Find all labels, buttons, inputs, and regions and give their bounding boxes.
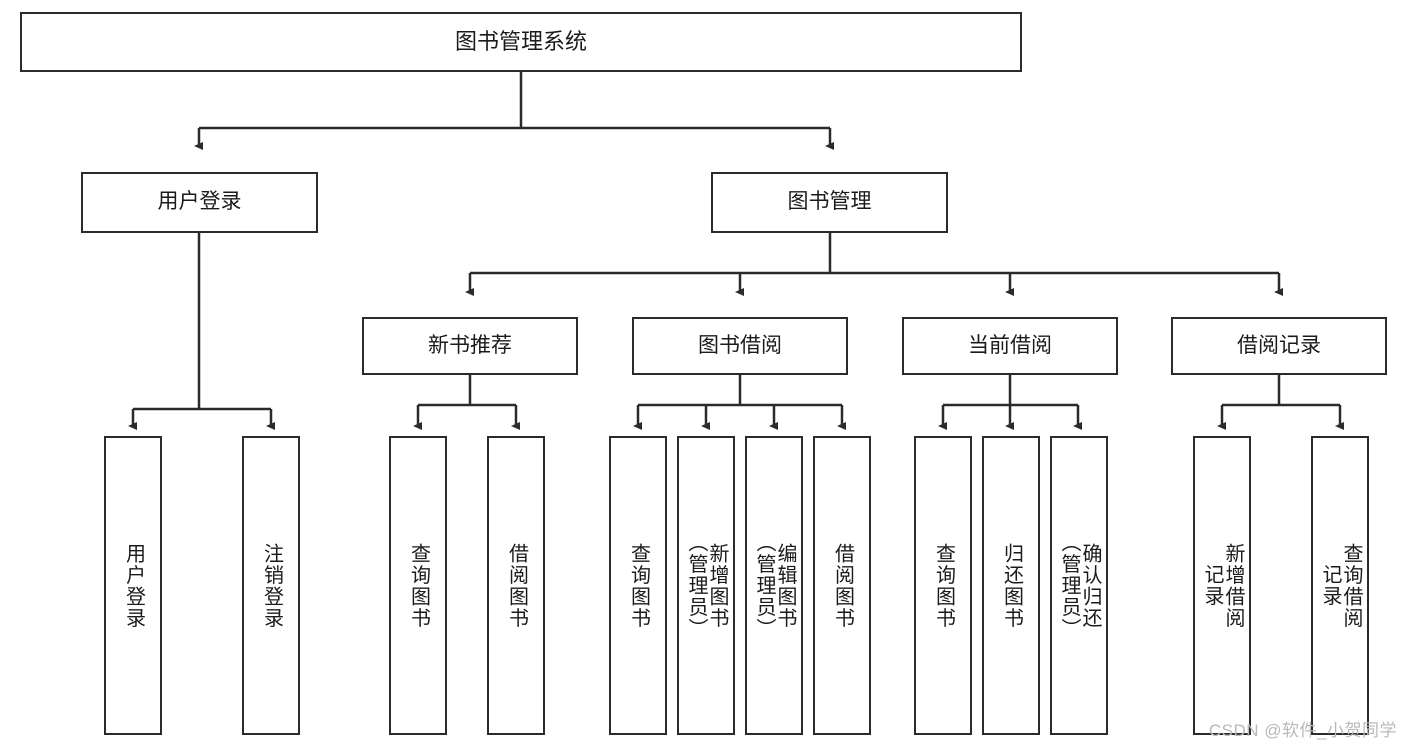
node-label: 归还图书 [1000,542,1023,629]
leaf-confirm-return-admin[interactable]: 确认归还 （管理员） [1050,436,1108,735]
node-user-login[interactable]: 用户登录 [81,172,318,233]
node-label: 用户登录 [122,542,145,629]
leaf-query-book-borrowing[interactable]: 查询图书 [609,436,667,735]
leaf-query-book-current[interactable]: 查询图书 [914,436,972,735]
leaf-user-login[interactable]: 用户登录 [104,436,162,735]
leaf-borrow-book-borrowing[interactable]: 借阅图书 [813,436,871,735]
node-label: 图书管理系统 [454,29,587,55]
node-label: 图书借阅 [698,333,782,357]
leaf-add-book-admin[interactable]: 新增图书 （管理员） [677,436,735,735]
node-label: 编辑图书 （管理员） [753,531,796,640]
leaf-logout[interactable]: 注销登录 [242,436,300,735]
leaf-borrow-book-newbook[interactable]: 借阅图书 [487,436,545,735]
node-book-management[interactable]: 图书管理 [711,172,948,233]
node-label: 注销登录 [260,542,283,629]
node-label: 新增借阅 记录 [1201,542,1244,629]
leaf-query-book-newbook[interactable]: 查询图书 [389,436,447,735]
node-current-borrowing[interactable]: 当前借阅 [902,317,1118,375]
node-label: 借阅记录 [1237,333,1321,357]
leaf-add-borrow-record[interactable]: 新增借阅 记录 [1193,436,1251,735]
node-label: 借阅图书 [831,542,854,629]
node-new-book-recommendation[interactable]: 新书推荐 [362,317,578,375]
node-label: 图书管理 [787,190,872,214]
node-label: 查询图书 [932,542,955,629]
node-label: 查询借阅 记录 [1319,542,1362,629]
leaf-query-borrow-record[interactable]: 查询借阅 记录 [1311,436,1369,735]
node-root-system[interactable]: 图书管理系统 [20,12,1022,72]
node-book-borrowing[interactable]: 图书借阅 [632,317,848,375]
node-label: 当前借阅 [968,333,1052,357]
node-label: 查询图书 [627,542,650,629]
node-label: 新增图书 （管理员） [685,531,728,640]
node-label: 借阅图书 [505,542,528,629]
node-borrowing-record[interactable]: 借阅记录 [1171,317,1387,375]
node-label: 确认归还 （管理员） [1058,531,1101,640]
node-label: 查询图书 [407,542,430,629]
node-label: 新书推荐 [428,333,512,357]
leaf-return-book[interactable]: 归还图书 [982,436,1040,735]
node-label: 用户登录 [157,190,242,214]
leaf-edit-book-admin[interactable]: 编辑图书 （管理员） [745,436,803,735]
